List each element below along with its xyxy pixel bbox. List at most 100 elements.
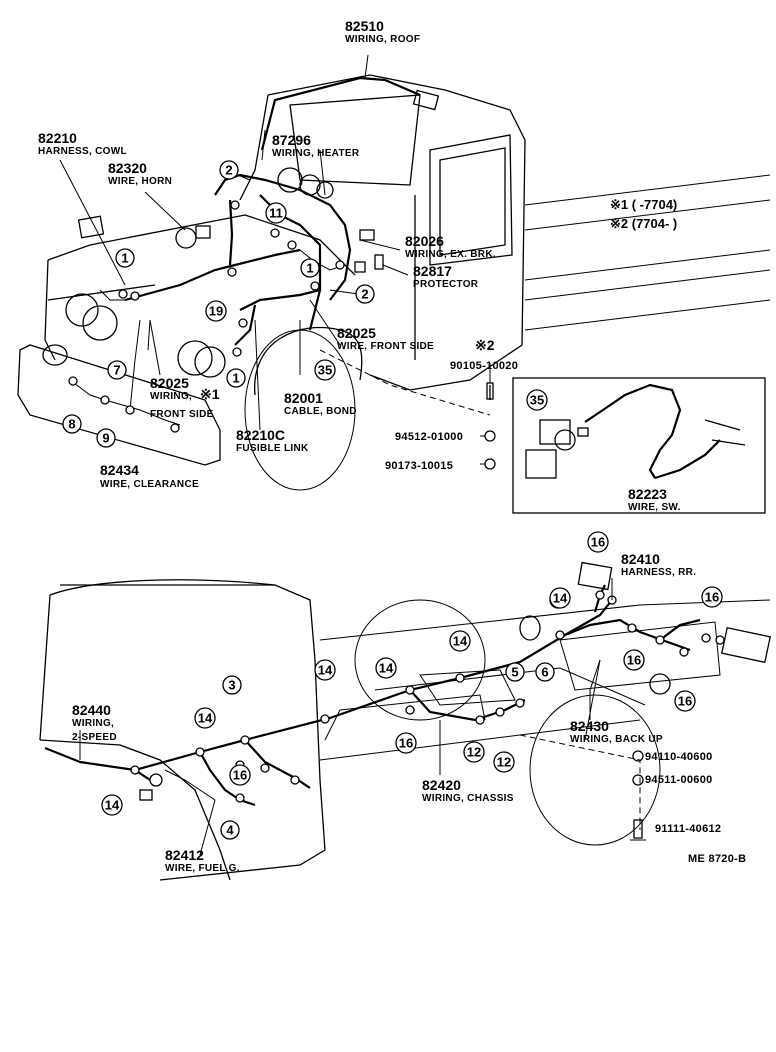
connector-dots-bottom xyxy=(130,590,725,803)
part-desc-82817: PROTECTOR xyxy=(413,279,479,290)
callout-4: 4 xyxy=(220,820,240,840)
legend: ※1 ( -7704) ※2 (7704- ) xyxy=(610,197,677,231)
part-number-82430: 82430 xyxy=(570,718,609,734)
part-desc-82210: HARNESS, COWL xyxy=(38,146,127,157)
svg-text:4: 4 xyxy=(226,823,234,838)
fastener-90173-10015: 90173-10015 xyxy=(385,460,453,472)
svg-text:3: 3 xyxy=(228,678,235,693)
part-number-82410: 82410 xyxy=(621,551,660,567)
part-desc-82026: WIRING, EX. BRK. xyxy=(405,249,496,260)
part-desc-82223: WIRE, SW. xyxy=(628,502,681,513)
svg-text:16: 16 xyxy=(591,535,605,550)
part-number-87296: 87296 xyxy=(272,132,311,148)
part-number-82420: 82420 xyxy=(422,777,461,793)
part-labels: 82510 WIRING, ROOF 82210 HARNESS, COWL 8… xyxy=(38,18,696,874)
callout-16-b: 16 xyxy=(701,586,723,608)
svg-text:14: 14 xyxy=(105,798,120,813)
svg-text:35: 35 xyxy=(530,393,544,408)
callout-5: 5 xyxy=(505,662,525,682)
callout-1-b: 1 xyxy=(300,258,320,278)
part-number-82025-front-side: 82025 xyxy=(337,325,376,341)
chassis-wiring xyxy=(44,584,701,807)
part-desc-82412: WIRE, FUEL G. xyxy=(165,863,240,874)
svg-text:16: 16 xyxy=(399,736,413,751)
callout-11: 11 xyxy=(265,202,287,224)
callout-8: 8 xyxy=(62,414,82,434)
callout-14-a: 14 xyxy=(549,587,571,609)
part-number-82434: 82434 xyxy=(100,462,139,478)
part-desc-82440: WIRING, xyxy=(72,718,114,729)
callout-1-a: 1 xyxy=(115,248,135,268)
svg-text:7: 7 xyxy=(113,363,120,378)
callout-14-e: 14 xyxy=(194,707,216,729)
fastener-labels: 90105-10020 94512-01000 90173-10015 9411… xyxy=(385,360,721,835)
callout-3: 3 xyxy=(222,675,242,695)
callout-16-c: 16 xyxy=(623,649,645,671)
svg-text:2: 2 xyxy=(225,163,232,178)
svg-text:1: 1 xyxy=(306,261,313,276)
part-number-82210: 82210 xyxy=(38,130,77,146)
svg-text:8: 8 xyxy=(68,417,75,432)
svg-text:16: 16 xyxy=(705,590,719,605)
callout-16-d: 16 xyxy=(674,690,696,712)
callout-16-f: 16 xyxy=(229,764,251,786)
part-number-82817: 82817 xyxy=(413,263,452,279)
callout-35-b: 35 xyxy=(526,389,548,411)
note-mark-2: ※2 xyxy=(475,337,495,353)
svg-text:12: 12 xyxy=(497,755,511,770)
part-desc-82420: WIRING, CHASSIS xyxy=(422,793,514,804)
part-number-82026: 82026 xyxy=(405,233,444,249)
part-desc-82320: WIRE, HORN xyxy=(108,176,172,187)
callout-14-b: 14 xyxy=(449,630,471,652)
callout-1-c: 1 xyxy=(226,368,246,388)
fastener-94511-00600: 94511-00600 xyxy=(645,774,713,786)
part-desc-87296: WIRING, HEATER xyxy=(272,148,360,159)
svg-text:14: 14 xyxy=(553,591,568,606)
part-number-82223: 82223 xyxy=(628,486,667,502)
fastener-94512-01000: 94512-01000 xyxy=(395,431,463,443)
callout-14-c: 14 xyxy=(314,659,336,681)
part-desc2-82025-wiring: FRONT SIDE xyxy=(150,409,214,420)
fastener-94110-40600: 94110-40600 xyxy=(645,751,713,763)
horn-icon xyxy=(175,225,211,249)
callout-2-a: 2 xyxy=(219,160,239,180)
svg-text:14: 14 xyxy=(318,663,333,678)
chassis-outline xyxy=(39,579,771,881)
part-number-82320: 82320 xyxy=(108,160,147,176)
legend-note-1: ※1 ( -7704) xyxy=(610,197,677,212)
part-number-82001: 82001 xyxy=(284,390,323,406)
callout-16-e: 16 xyxy=(395,732,417,754)
svg-text:16: 16 xyxy=(627,653,641,668)
roof-wiring xyxy=(260,76,421,151)
fastener-91111-40612: 91111-40612 xyxy=(655,823,721,835)
note-mark-1: ※1 xyxy=(200,386,220,402)
connector-dots-top xyxy=(68,200,345,433)
callout-6: 6 xyxy=(535,662,555,682)
callouts: 2 11 1 1 2 19 7 1 35 8 9 35 16 14 16 14 … xyxy=(62,160,723,840)
part-desc-82001: CABLE, BOND xyxy=(284,406,357,417)
heater-icon xyxy=(277,167,334,199)
fastener-stack-bottom xyxy=(519,734,646,841)
callout-16-a: 16 xyxy=(587,531,609,553)
part-desc-82210c: FUSIBLE LINK xyxy=(236,443,309,454)
leader-lines-top xyxy=(59,54,409,431)
part-number-82025-wiring: 82025 xyxy=(150,375,189,391)
svg-text:1: 1 xyxy=(232,371,239,386)
callout-14-d: 14 xyxy=(375,657,397,679)
inset-box-wire-sw xyxy=(512,377,766,514)
callout-12-b: 12 xyxy=(493,751,515,773)
svg-text:2: 2 xyxy=(361,287,368,302)
svg-text:12: 12 xyxy=(467,745,481,760)
svg-text:14: 14 xyxy=(379,661,394,676)
callout-19: 19 xyxy=(205,300,227,322)
part-desc2-82440: 2-SPEED xyxy=(72,732,117,743)
part-desc-82025-front-side: WIRE, FRONT SIDE xyxy=(337,341,434,352)
svg-text:16: 16 xyxy=(678,694,692,709)
legend-note-2: ※2 (7704- ) xyxy=(610,216,677,231)
fastener-stack xyxy=(319,349,496,470)
svg-text:19: 19 xyxy=(209,304,223,319)
part-number-82210c: 82210C xyxy=(236,427,285,443)
figure-code: ME 8720-B xyxy=(688,853,746,865)
part-desc-82025-wiring: WIRING, xyxy=(150,391,192,402)
